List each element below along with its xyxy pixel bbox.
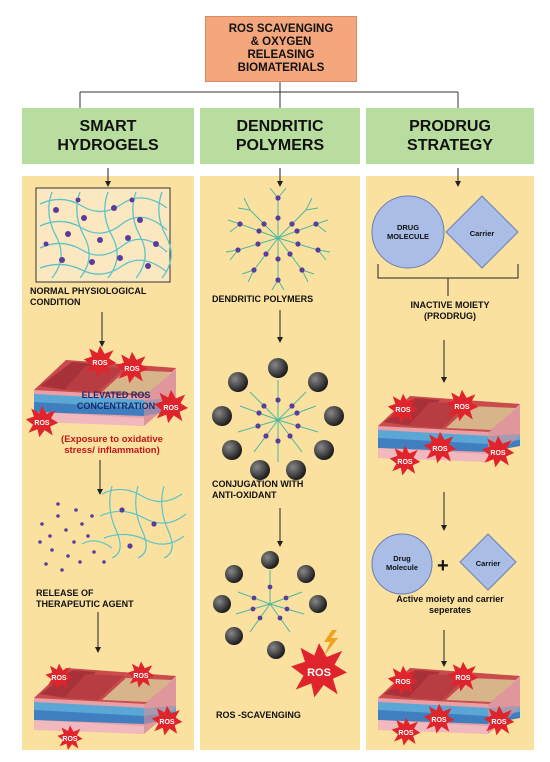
- header-line: PRODRUG: [409, 118, 491, 135]
- hydrogel-release: [38, 485, 187, 572]
- ros-label: ROS: [431, 717, 447, 724]
- ros-label: ROS: [51, 675, 67, 682]
- label-line: THERAPEUTIC AGENT: [36, 599, 134, 609]
- ros-label: ROS: [491, 719, 507, 726]
- label-line: Carrier: [475, 559, 501, 568]
- ros-label: ROS: [124, 366, 140, 373]
- hydrogel-network: [35, 187, 172, 283]
- dendrimer-scavenging: [213, 551, 327, 659]
- carrier-shape-2: [459, 533, 517, 591]
- ros-label: ROS: [92, 360, 108, 367]
- header-line: SMART: [79, 118, 137, 135]
- ros-label: ROS: [62, 736, 78, 743]
- ros-label: ROS: [163, 405, 179, 412]
- label-line: MOLECULE: [386, 232, 430, 241]
- lightning-icon: [324, 630, 338, 656]
- label-carrier: Carrier: [462, 228, 502, 239]
- label-ros-scavenging: ROS -SCAVENGING: [216, 710, 356, 721]
- bracket: [377, 264, 519, 290]
- header-line: DENDRITIC: [236, 118, 324, 135]
- header-prodrug-strategy: PRODRUG STRATEGY: [366, 108, 534, 164]
- ros-label: ROS: [455, 675, 471, 682]
- label-release: RELEASE OF THERAPEUTIC AGENT: [36, 588, 186, 610]
- title-box: ROS SCAVENGING & OXYGEN RELEASING BIOMAT…: [205, 16, 357, 82]
- label-line: DRUG: [396, 223, 420, 232]
- ros-label: ROS: [395, 679, 411, 686]
- title-line-2: & OXYGEN: [250, 36, 312, 48]
- label-line: (PRODRUG): [424, 311, 476, 321]
- plus-sign: +: [437, 556, 449, 576]
- label-line: Molecule: [385, 563, 419, 572]
- label-drug-molecule: DRUG MOLECULE: [380, 223, 436, 241]
- label-line: (Exposure to oxidative: [61, 434, 163, 445]
- header-dendritic-polymers: DENDRITIC POLYMERS: [200, 108, 360, 164]
- ros-label: ROS: [454, 404, 470, 411]
- label-inactive-moiety: INACTIVE MOIETY (PRODRUG): [380, 300, 520, 322]
- ros-label: ROS: [307, 667, 331, 679]
- header-line: STRATEGY: [407, 137, 493, 154]
- dendrimer: [225, 187, 331, 291]
- header-line: POLYMERS: [235, 137, 325, 154]
- label-drug-molecule-2: Drug Molecule: [372, 554, 432, 572]
- title-line-4: BIOMATERIALS: [237, 62, 325, 74]
- label-line: Active moiety and carrier: [396, 594, 504, 604]
- label-exposure: (Exposure to oxidative stress/ inflammat…: [36, 434, 188, 456]
- label-carrier-2: Carrier: [468, 558, 508, 569]
- label-line: stress/ inflammation): [64, 445, 160, 456]
- label-line: Carrier: [469, 229, 495, 238]
- label-line: CONJUGATION WITH: [212, 479, 304, 489]
- drug-molecule-shape: [371, 195, 445, 269]
- label-line: ANTI-OXIDANT: [212, 490, 277, 500]
- title-line-3: RELEASING: [247, 49, 315, 61]
- label-line: CONDITION: [30, 297, 81, 307]
- label-dendritic-polymers: DENDRITIC POLYMERS: [212, 294, 357, 305]
- label-line: ROS -SCAVENGING: [216, 710, 301, 720]
- ros-label: ROS: [490, 450, 506, 457]
- ros-label: ROS: [397, 459, 413, 466]
- title-line-1: ROS SCAVENGING: [228, 23, 334, 35]
- label-line: NORMAL PHYSIOLOGICAL: [30, 286, 147, 296]
- label-line: DENDRITIC POLYMERS: [212, 294, 314, 304]
- ros-label: ROS: [159, 719, 175, 726]
- label-elevated-ros: ELEVATED ROS CONCENTRATION: [56, 390, 176, 412]
- carrier-shape: [445, 195, 519, 269]
- ros-label: ROS: [398, 730, 414, 737]
- column-3-graphics: ROS ROS ROS ROS ROS ROS ROS ROS ROS ROS: [371, 168, 520, 746]
- ros-label: ROS: [395, 407, 411, 414]
- drug-molecule-shape-2: [371, 533, 433, 595]
- label-line: CONCENTRATION: [76, 401, 156, 411]
- ros-label: ROS: [133, 673, 149, 680]
- label-active-moiety: Active moiety and carrier seperates: [368, 594, 532, 616]
- dendrimer-antioxidant: [212, 358, 344, 480]
- plus-text: +: [437, 555, 449, 577]
- label-line: seperates: [428, 605, 472, 615]
- header-line: HYDROGELS: [57, 137, 159, 154]
- label-normal-condition: NORMAL PHYSIOLOGICAL CONDITION: [30, 286, 194, 308]
- label-conjugation: CONJUGATION WITH ANTI-OXIDANT: [212, 479, 357, 501]
- ros-label: ROS: [432, 446, 448, 453]
- label-line: Drug: [393, 554, 411, 563]
- label-line: ELEVATED ROS: [81, 390, 151, 400]
- label-line: RELEASE OF: [36, 588, 94, 598]
- column-1-graphics: [25, 168, 189, 750]
- column-2-graphics: ROS: [212, 168, 347, 698]
- label-line: INACTIVE MOIETY: [410, 300, 490, 310]
- column-1-ros-labels: ROS ROS ROS ROS ROS ROS ROS ROS: [34, 360, 179, 743]
- ros-burst-large: [291, 630, 347, 698]
- header-smart-hydrogels: SMART HYDROGELS: [22, 108, 194, 164]
- ros-label: ROS: [34, 420, 50, 427]
